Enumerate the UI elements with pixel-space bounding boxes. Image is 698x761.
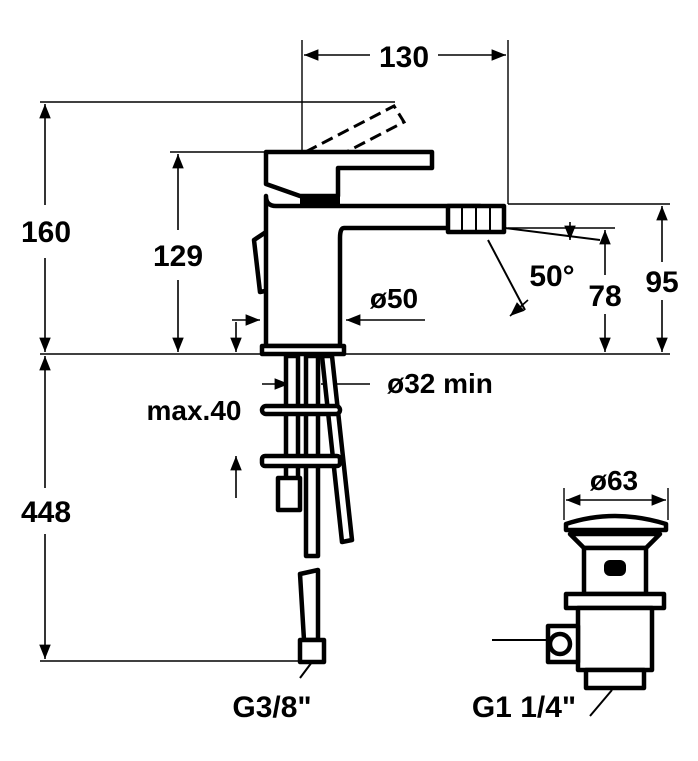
dimension-hole-diameter: ø32 min — [262, 368, 493, 399]
waste-plug — [563, 513, 669, 533]
total-height-label: 160 — [21, 216, 71, 249]
mounting-nut — [259, 453, 343, 469]
hose-length-label: 448 — [21, 496, 71, 529]
waste-lower-body — [575, 605, 655, 673]
reference-lines — [40, 40, 670, 662]
popup-rod — [319, 353, 355, 545]
hose-connector — [297, 637, 327, 665]
outlet-height-label: 95 — [645, 266, 678, 299]
dimension-jet-angle: 50° — [487, 222, 601, 317]
waste-thread-label: G1 1/4" — [472, 691, 576, 724]
dimension-lever-height: 129 — [153, 154, 203, 352]
lever — [263, 149, 435, 199]
dimension-total-height: 160 — [21, 104, 71, 352]
mixer-body — [251, 104, 507, 357]
hole-diameter-label: ø32 min — [387, 368, 493, 399]
dimension-jet-height: 78 — [588, 230, 622, 352]
connection-thread-label: G3/8" — [232, 691, 311, 724]
lever-height-label: 129 — [153, 240, 203, 273]
deck-thickness-label: max.40 — [147, 395, 242, 426]
base — [259, 343, 347, 357]
mounting-washer — [259, 403, 343, 417]
lever-open-position — [289, 104, 407, 178]
jet-angle-label: 50° — [529, 260, 574, 293]
dimension-deck-thickness: max.40 — [147, 322, 242, 498]
waste-tail — [583, 667, 647, 691]
under-deck-assembly: G3/8" — [232, 353, 355, 724]
jet-height-label: 78 — [588, 280, 621, 313]
popup-waste: ø63 G1 1/4" — [472, 465, 669, 724]
spout-reach-label: 130 — [379, 41, 429, 74]
flexible-hose — [297, 567, 321, 643]
dimension-base-diameter: ø50 — [232, 283, 425, 326]
body — [263, 193, 483, 349]
dimension-spout-reach: 130 — [304, 41, 506, 74]
base-diameter-label: ø50 — [370, 283, 418, 314]
waste-diameter-label: ø63 — [590, 465, 638, 496]
dimension-outlet-height: 95 — [645, 206, 679, 352]
hose-nut — [275, 475, 303, 513]
dimension-hose-length: 448 — [21, 356, 71, 659]
